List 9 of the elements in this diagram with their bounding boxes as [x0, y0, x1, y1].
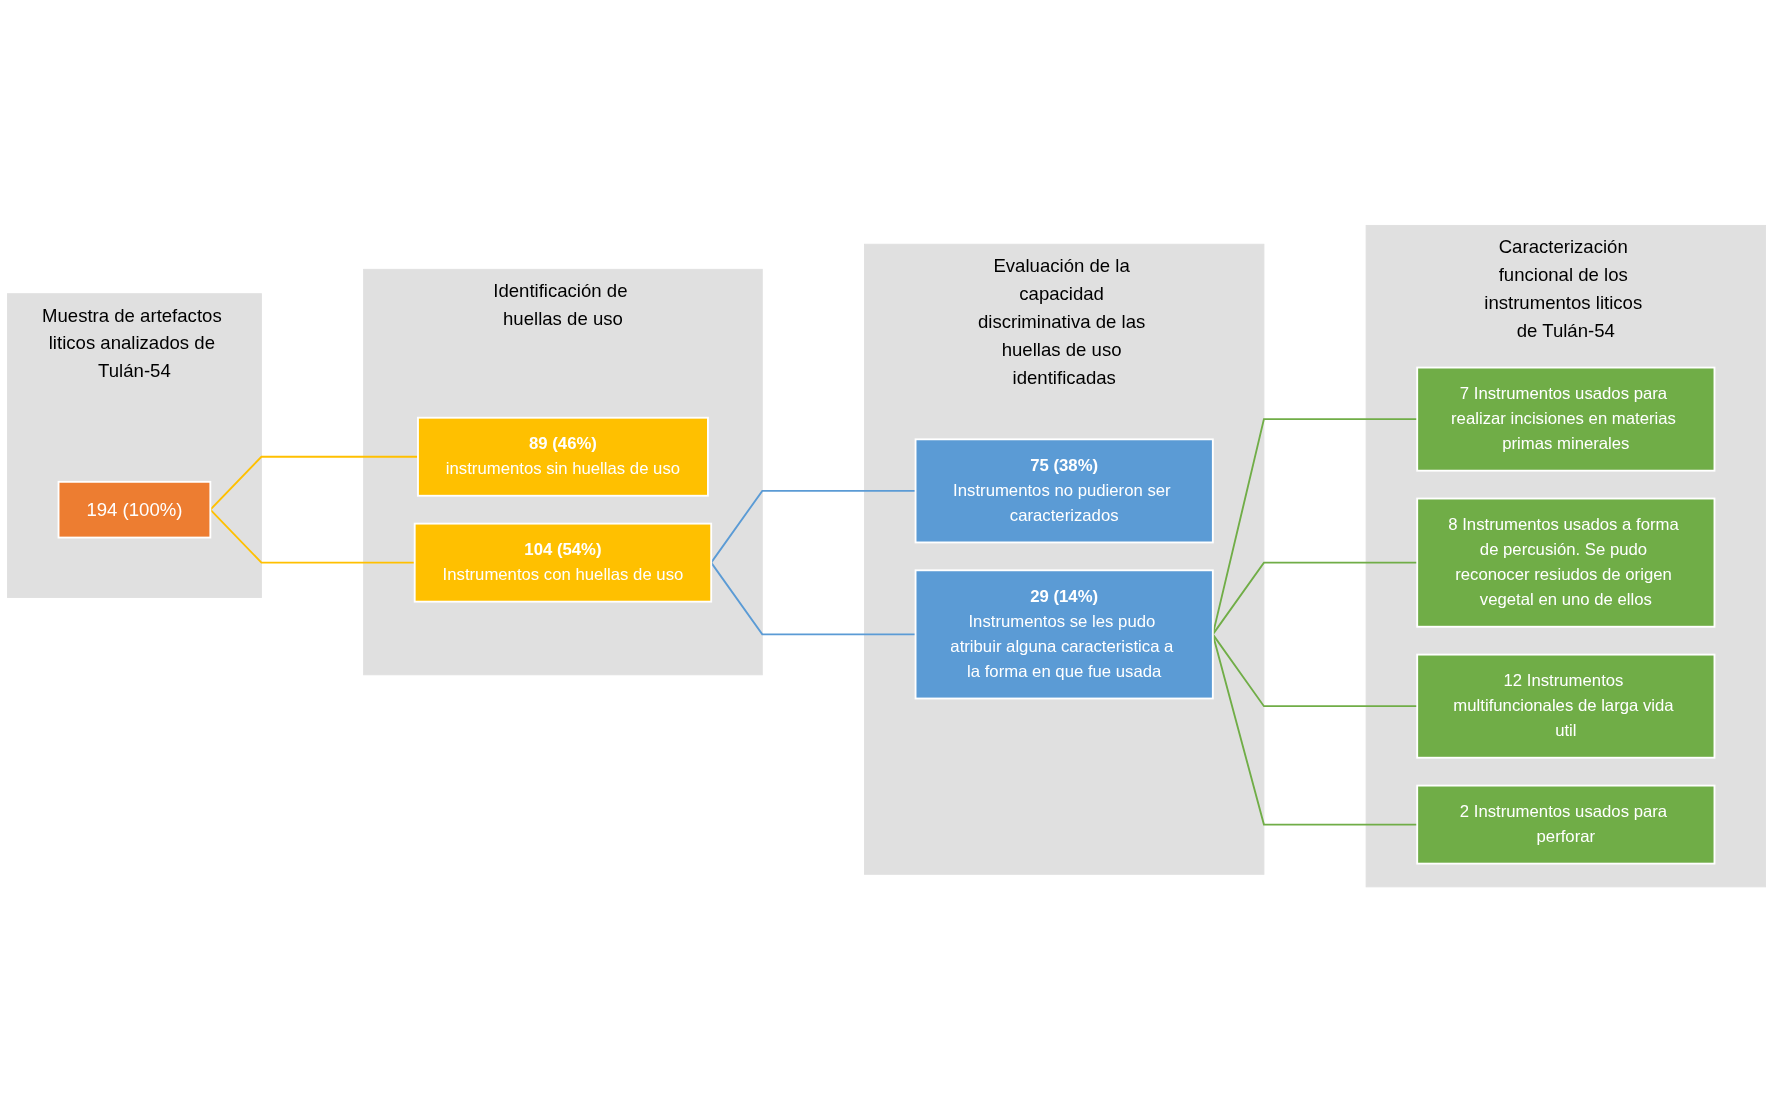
node-box: 7 Instrumentos usados para realizar incisiones en materias primas minerales — [1416, 366, 1716, 472]
node-box: 75 (38%) Instrumentos no pudieron ser caracterizados — [914, 438, 1214, 544]
node-box: 12 Instrumentos multifuncionales de larga vida util — [1416, 653, 1716, 759]
node-box: 104 (54%) Instrumentos con huellas de uso — [413, 522, 713, 603]
node-box: 89 (46%) instrumentos sin huellas de uso — [417, 416, 709, 497]
node-box: 29 (14%) Instrumentos se les pudo atribuir alguna caracteristica a la forma en que fue usada — [914, 569, 1214, 700]
node-box: 2 Instrumentos usados para perforar — [1416, 784, 1716, 865]
node-box: 8 Instrumentos usados a forma de percusión. Se pudo reconocer resiudos de origen vegetal en uno de ellos — [1416, 497, 1716, 628]
node-box: 194 (100%) — [57, 480, 212, 539]
